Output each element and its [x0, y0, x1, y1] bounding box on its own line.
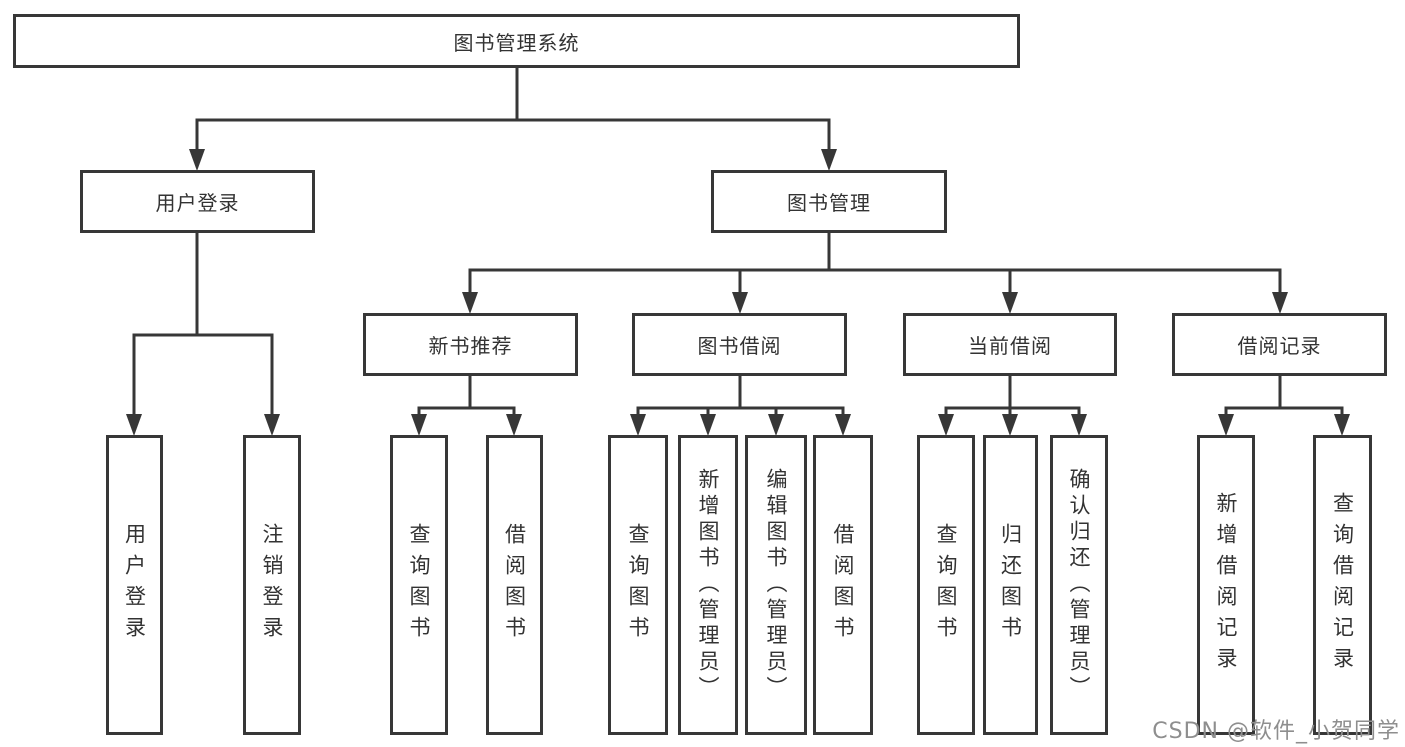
- node-query-books-2: 查询图书: [608, 435, 668, 735]
- node-borrow-books-2: 借阅图书: [813, 435, 873, 735]
- node-root: 图书管理系统: [13, 14, 1020, 68]
- node-query-books-3: 查询图书: [917, 435, 975, 735]
- node-leaf-user-login: 用户登录: [106, 435, 163, 735]
- node-book-borrow: 图书借阅: [632, 313, 847, 376]
- node-current-borrow: 当前借阅: [903, 313, 1117, 376]
- node-query-books-1: 查询图书: [390, 435, 448, 735]
- edge-user-login-split: [132, 233, 274, 431]
- csdn-watermark: CSDN @软件_小贺同学: [1152, 719, 1400, 744]
- edge-book-borrow-split: [636, 376, 845, 431]
- node-borrow-records: 借阅记录: [1172, 313, 1387, 376]
- node-query-borrow-record: 查询借阅记录: [1313, 435, 1372, 735]
- node-add-borrow-record: 新增借阅记录: [1197, 435, 1255, 735]
- node-leaf-logout: 注销登录: [243, 435, 301, 735]
- node-user-login: 用户登录: [80, 170, 315, 233]
- node-confirm-return-admin: 确认归还（管理员）: [1050, 435, 1108, 735]
- node-edit-books-admin: 编辑图书（管理员）: [745, 435, 807, 735]
- edge-book-mgmt-split: [468, 233, 1282, 309]
- node-return-books: 归还图书: [983, 435, 1038, 735]
- node-add-books-admin: 新增图书（管理员）: [678, 435, 738, 735]
- edge-borrow-records-split: [1224, 376, 1344, 431]
- edge-new-book-rec-split: [417, 376, 516, 431]
- node-book-mgmt: 图书管理: [711, 170, 947, 233]
- node-new-book-recommend: 新书推荐: [363, 313, 578, 376]
- edge-current-borrow-split: [944, 376, 1081, 431]
- edge-root-split: [195, 68, 831, 166]
- node-borrow-books-1: 借阅图书: [486, 435, 543, 735]
